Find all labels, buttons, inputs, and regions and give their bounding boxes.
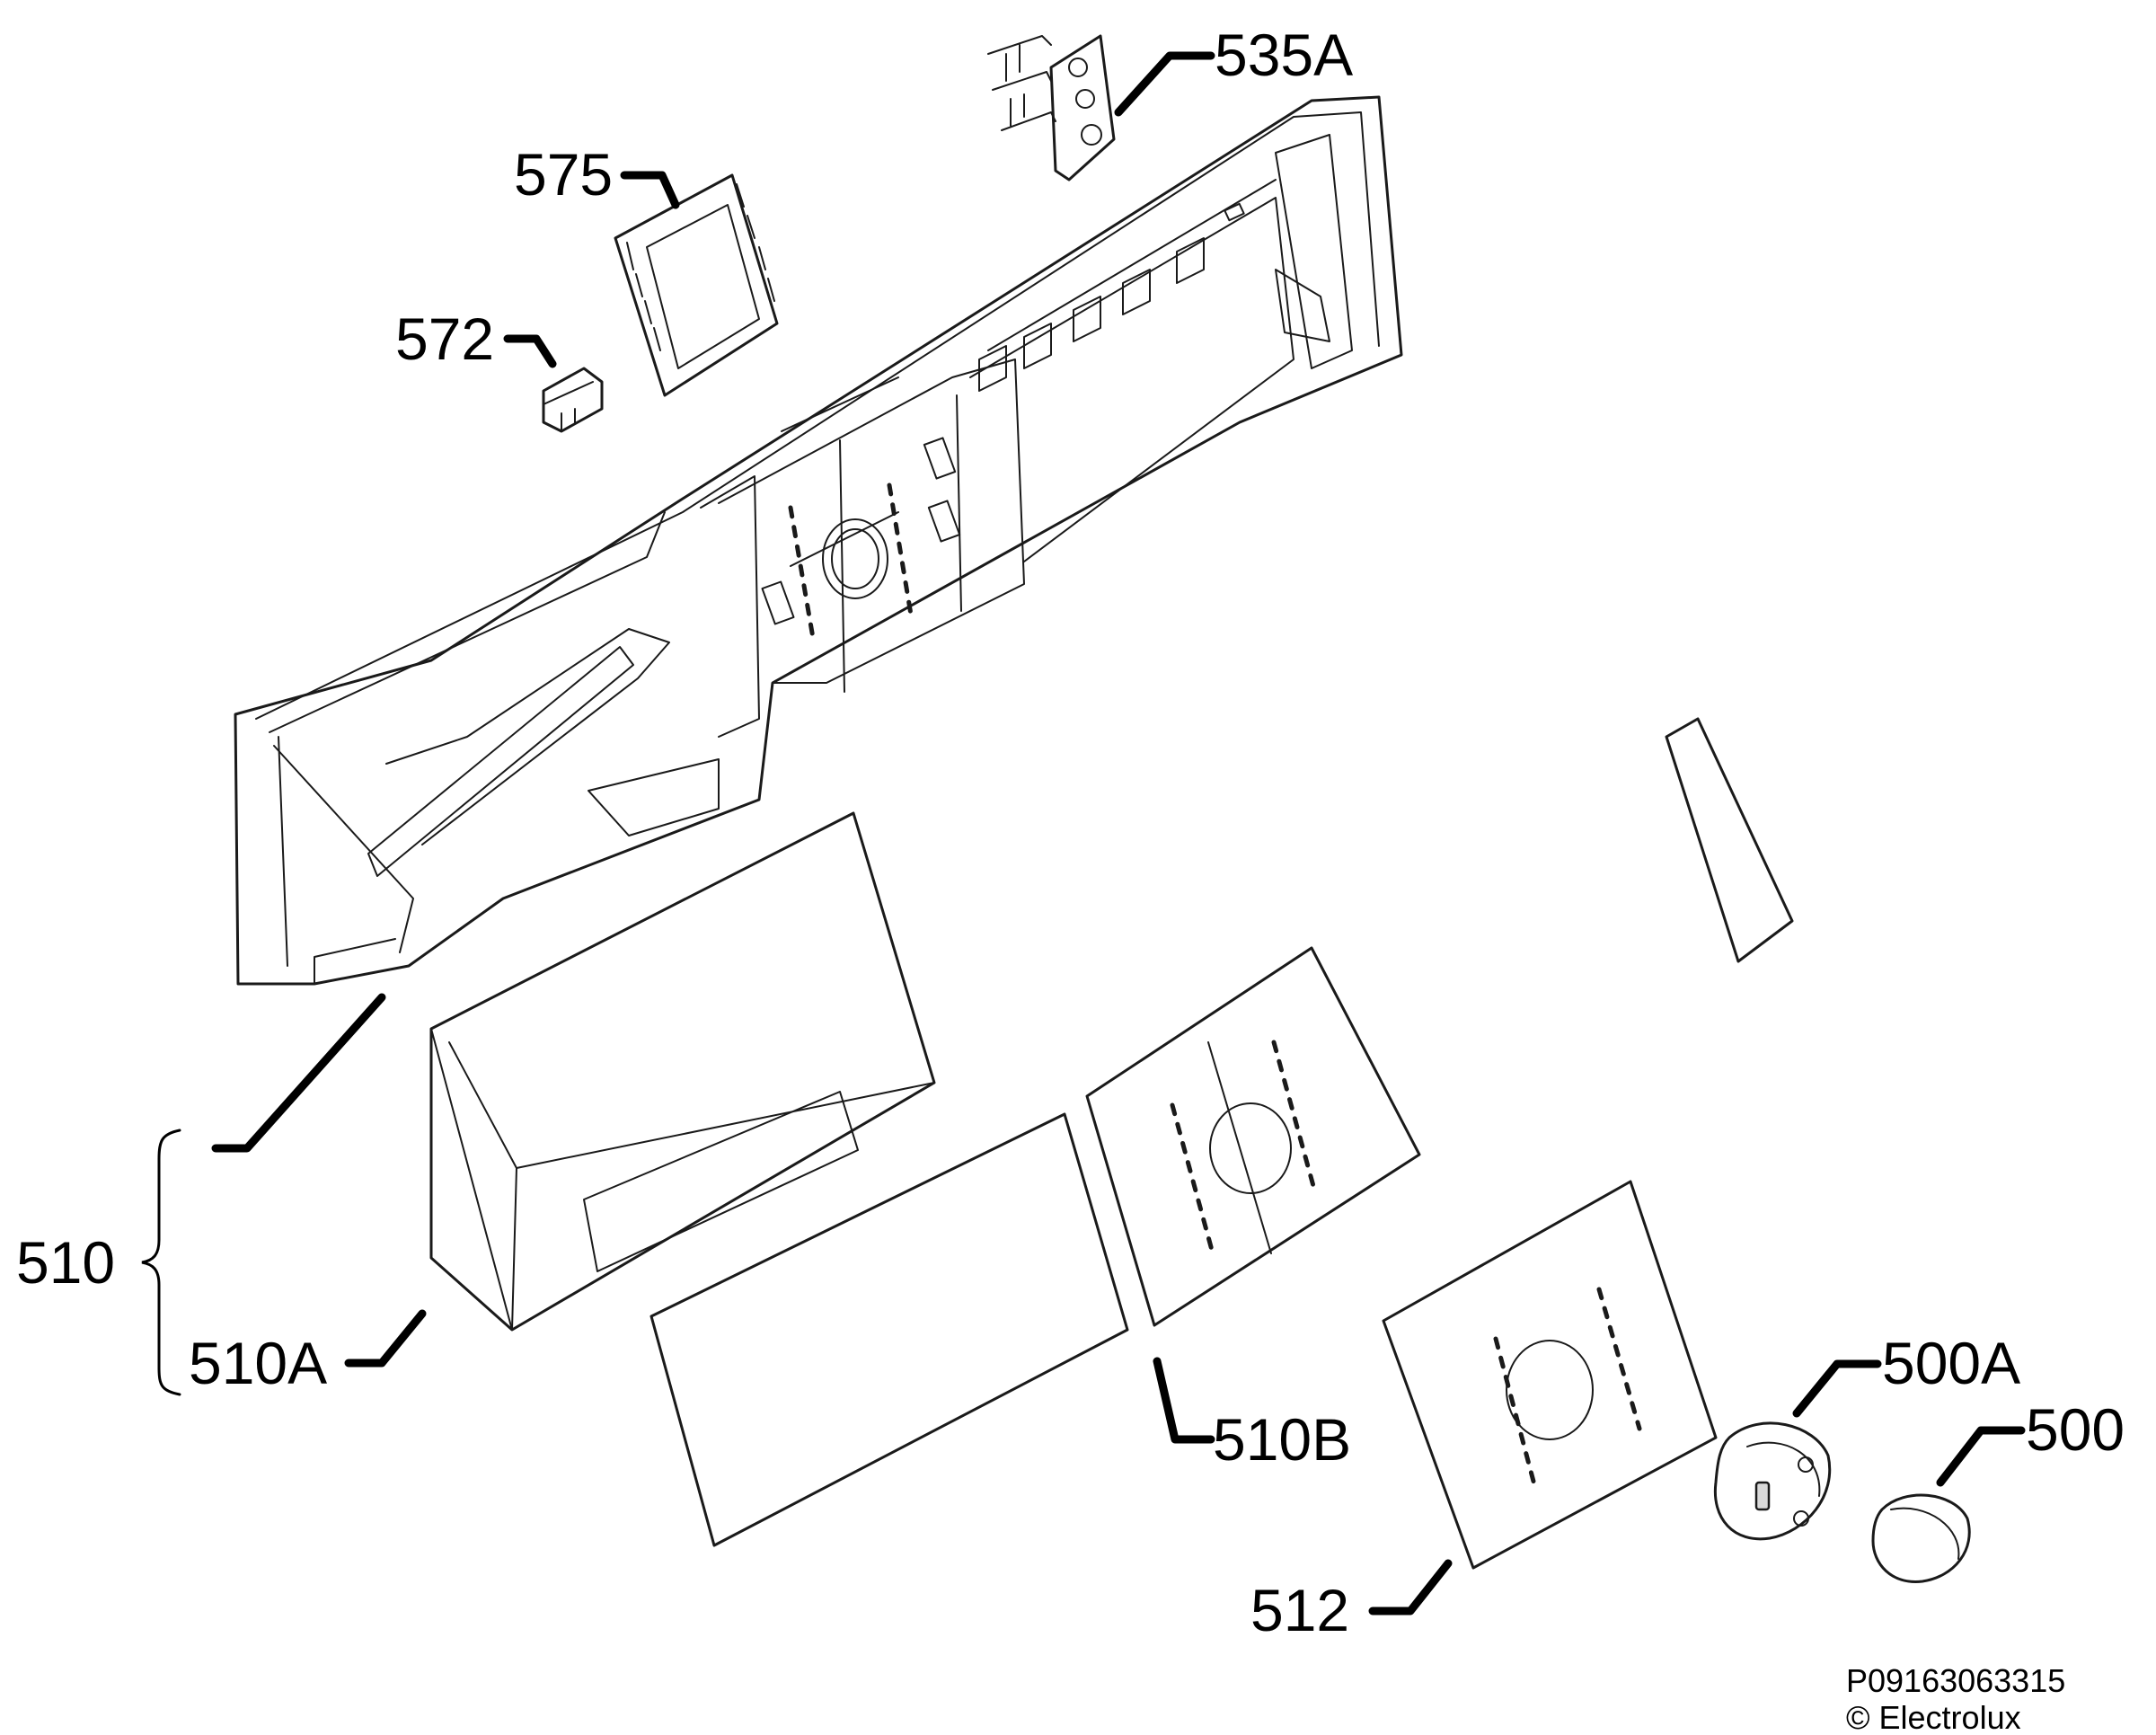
part-512-selector-panel — [1382, 1180, 1718, 1570]
leader-535A — [1114, 51, 1215, 117]
drawing-code: P09163063315 — [1846, 1662, 2065, 1699]
label-510: 510 — [16, 1229, 115, 1296]
label-500A: 500A — [1882, 1330, 2020, 1396]
leader-510-top — [211, 993, 386, 1153]
leader-510A — [344, 1309, 427, 1368]
copyright-notice: © Electrolux — [1846, 1699, 2021, 1735]
part-510B-program-panel — [1085, 946, 1421, 1327]
brace-510 — [141, 1129, 181, 1396]
label-572: 572 — [395, 305, 494, 372]
leader-575 — [620, 171, 680, 209]
label-512: 512 — [1250, 1577, 1349, 1643]
leader-572 — [503, 334, 557, 368]
label-575: 575 — [514, 141, 613, 208]
part-flat-panel — [649, 1112, 1129, 1547]
part-narrow-side-panel — [1665, 717, 1794, 963]
part-500A-knob-base — [1713, 1421, 1832, 1541]
label-535A: 535A — [1215, 22, 1353, 88]
leader-500A — [1792, 1359, 1882, 1418]
part-575-display-frame — [614, 173, 779, 397]
label-500: 500 — [2026, 1396, 2125, 1463]
leader-500 — [1936, 1426, 2026, 1487]
part-572-switch — [542, 367, 604, 433]
label-510A: 510A — [189, 1330, 327, 1396]
leader-510B — [1153, 1357, 1215, 1444]
part-510A-drawer-front — [429, 811, 936, 1332]
part-535A-terminal-block — [987, 34, 1116, 181]
leader-512 — [1368, 1559, 1453, 1615]
label-510B: 510B — [1213, 1406, 1351, 1473]
part-500-knob-cap — [1871, 1493, 1971, 1583]
control-panel-body — [234, 95, 1403, 986]
leader-lines — [211, 51, 2026, 1615]
